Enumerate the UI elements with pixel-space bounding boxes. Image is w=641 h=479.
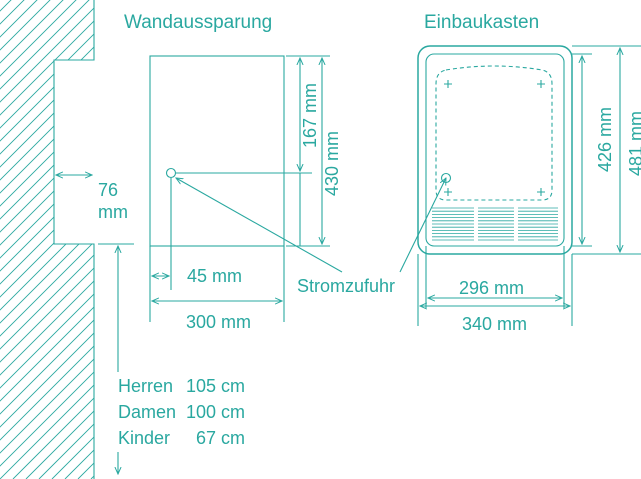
width-300-label: 300 mm — [186, 312, 251, 332]
height-167-label: 167 mm — [300, 83, 320, 148]
install-box-heading: Einbaukasten — [424, 12, 539, 33]
power-supply-callout: Stromzufuhr — [176, 178, 446, 296]
wall-depth-unit: mm — [98, 202, 128, 222]
hatch-line — [0, 0, 94, 479]
hatch-line — [25, 0, 94, 479]
box-power-entry-icon — [440, 172, 452, 184]
hatch-line — [0, 0, 94, 479]
hatch-line — [0, 0, 94, 479]
mounting-heights: Herren 105 cm Damen 100 cm Kinder 67 cm — [112, 372, 254, 452]
hatch-line — [0, 0, 94, 479]
box-inner-frame — [425, 53, 565, 247]
box-recess-dashed-outline — [435, 65, 553, 201]
hatch-line — [0, 0, 79, 479]
power-leader-left — [176, 178, 343, 273]
hatch-line — [0, 0, 94, 479]
hatch-line — [0, 0, 92, 479]
hatch-line — [0, 0, 94, 479]
hatch-line — [0, 0, 94, 479]
wall-outline — [53, 0, 95, 479]
mounting-height-group-kinder: Kinder — [118, 428, 170, 448]
hatch-line — [0, 0, 94, 479]
hatch-line — [0, 0, 94, 479]
hatch-line — [12, 0, 94, 479]
hatch-line — [0, 0, 94, 479]
hatch-line — [0, 0, 94, 479]
box-outer-frame — [417, 45, 573, 255]
recess-outline — [149, 55, 285, 247]
mounting-height-value-herren: 105 cm — [186, 376, 245, 396]
width-296-label: 296 mm — [459, 278, 524, 298]
hatch-line — [0, 0, 94, 479]
hatch-line — [0, 0, 94, 479]
mounting-screw-marks — [444, 80, 545, 196]
height-481-label: 481 mm — [626, 111, 641, 176]
height-426-label: 426 mm — [595, 107, 615, 172]
hatch-line — [0, 0, 94, 479]
hatch-line — [0, 0, 94, 479]
power-supply-label: Stromzufuhr — [297, 276, 395, 296]
offset-45-label: 45 mm — [187, 266, 242, 286]
wall-recess-view: Wandaussparung 167 mm 430 mm 45 mm 300 m… — [124, 12, 342, 332]
wall-depth-value: 76 — [98, 180, 118, 200]
width-340-label: 340 mm — [462, 314, 527, 334]
height-430-label: 430 mm — [322, 131, 342, 196]
hatch-line — [0, 0, 94, 479]
ventilation-grille — [432, 207, 558, 241]
wall-recess-heading: Wandaussparung — [124, 12, 272, 33]
hatch-line — [0, 0, 94, 479]
mounting-height-value-kinder: 67 cm — [196, 428, 245, 448]
mounting-height-value-damen: 100 cm — [186, 402, 245, 422]
mounting-height-group-herren: Herren — [118, 376, 173, 396]
power-leader-right — [399, 178, 446, 273]
install-box-view: Einbaukasten 426 mm 481 mm 296 mm 340 m — [417, 12, 641, 334]
mounting-height-group-damen: Damen — [118, 402, 176, 422]
power-outlet-icon — [165, 167, 177, 179]
